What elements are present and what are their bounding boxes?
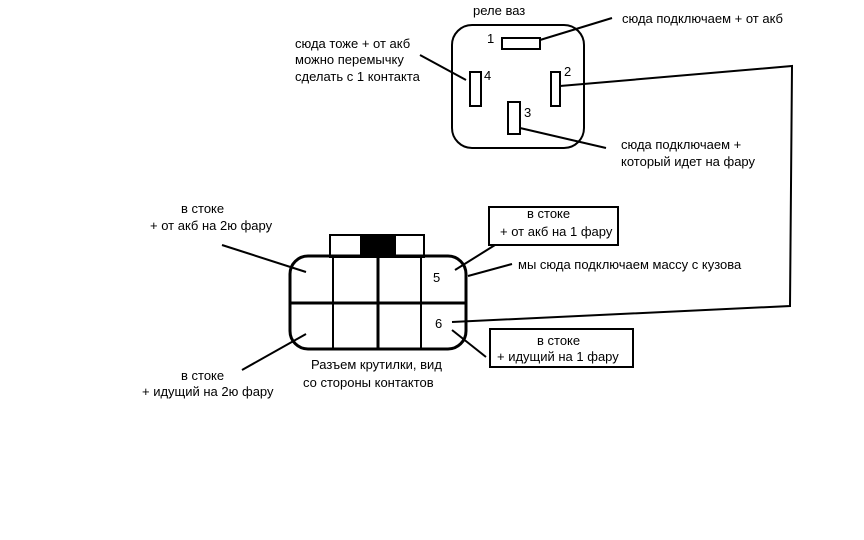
leader-pin-1 xyxy=(539,17,613,41)
connector-note-ground: мы сюда подключаем массу с кузова xyxy=(518,257,742,272)
connector-pin-5-label: 5 xyxy=(433,270,440,285)
relay-pin-2 xyxy=(550,71,561,107)
connector-pin-6-label: 6 xyxy=(435,316,442,331)
leader-top-left xyxy=(221,244,307,273)
relay-note-left-3: сделать с 1 контакта xyxy=(295,69,421,84)
relay-pin-3 xyxy=(507,101,521,135)
relay-note-bottom-right-1: сюда подключаем + xyxy=(621,137,741,152)
connector-note-top-left-2: + от акб на 2ю фару xyxy=(150,218,273,233)
relay-note-left-2: можно перемычку xyxy=(295,52,404,67)
leader-top-right xyxy=(454,244,496,271)
relay-pin-3-label: 3 xyxy=(524,105,531,120)
leader-pin-4 xyxy=(419,54,467,81)
connector-box-bottom-right-2: + идущий на 1 фару xyxy=(497,349,619,364)
relay-note-left-1: сюда тоже + от акб xyxy=(295,36,410,51)
connector-caption-1: Разъем крутилки, вид xyxy=(311,357,442,372)
connector-note-top-left-1: в стоке xyxy=(181,201,224,216)
relay-body xyxy=(451,24,585,149)
connector-box-bottom-right xyxy=(489,328,634,368)
connector-caption-2: со стороны контактов xyxy=(303,375,434,390)
connector-note-bottom-left-1: в стоке xyxy=(181,368,224,383)
leader-bottom-left xyxy=(241,333,307,371)
relay-pin-4 xyxy=(469,71,482,107)
connector-box-top-right-1: в стоке xyxy=(527,206,570,221)
relay-note-bottom-right-2: который идет на фару xyxy=(621,154,756,169)
leader-pin-3 xyxy=(519,127,607,149)
connector-box-top-right-2: + от акб на 1 фару xyxy=(500,224,613,239)
wire-pin2-to-pin6 xyxy=(451,64,794,323)
relay-pin-1 xyxy=(501,37,541,50)
connector-key-fill xyxy=(360,236,396,257)
leader-bottom-right xyxy=(451,329,487,358)
connector-box-bottom-right-1: в стоке xyxy=(537,333,580,348)
relay-pin-4-label: 4 xyxy=(484,68,491,83)
relay-note-top-right: сюда подключаем + от акб xyxy=(622,11,783,26)
connector-note-bottom-left-2: + идущий на 2ю фару xyxy=(142,384,274,399)
relay-pin-1-label: 1 xyxy=(487,31,494,46)
relay-title: реле ваз xyxy=(473,3,525,18)
leader-ground xyxy=(467,263,513,277)
relay-pin-2-label: 2 xyxy=(564,64,571,79)
connector-box-top-right xyxy=(488,206,619,246)
